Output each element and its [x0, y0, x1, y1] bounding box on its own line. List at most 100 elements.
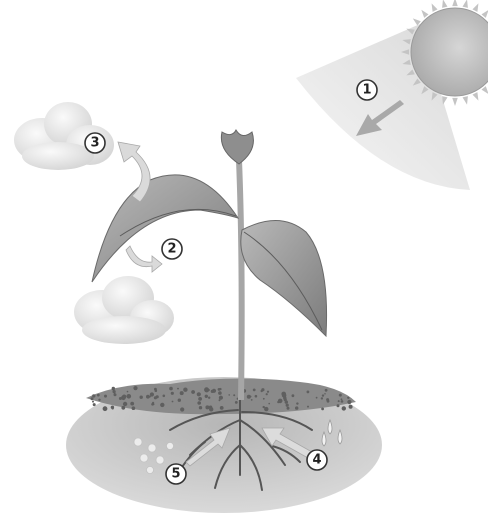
curl-arrow-icon	[126, 246, 162, 272]
soil-particle	[92, 401, 94, 403]
soil-particle	[191, 390, 195, 394]
soil-particle	[264, 407, 268, 411]
marker-5: 5	[166, 464, 186, 484]
soil-particle	[284, 398, 287, 401]
soil-particle	[349, 402, 351, 404]
soil-particle	[199, 406, 202, 409]
sun-ray	[432, 3, 438, 11]
soil-particle	[349, 405, 353, 409]
marker-2-label: 2	[167, 242, 176, 257]
soil-particle	[307, 406, 309, 408]
soil-particle	[321, 397, 323, 399]
soil-particle	[132, 406, 136, 410]
sun-ray	[442, 96, 447, 104]
soil-particle	[156, 395, 159, 398]
sun-ray	[452, 0, 458, 6]
soil-particle	[151, 403, 154, 406]
soil-particle	[169, 387, 173, 391]
sun-ray	[472, 92, 478, 100]
soil-particle	[122, 395, 126, 399]
sun-ray	[481, 10, 488, 18]
soil-particle	[341, 400, 344, 403]
soil-particle	[263, 398, 265, 400]
soil-particle	[296, 402, 298, 404]
marker-3-label: 3	[90, 136, 99, 151]
soil-particle	[278, 399, 283, 404]
soil-particle	[149, 396, 151, 398]
soil-particle	[114, 393, 117, 396]
sun-ray	[421, 10, 428, 18]
soil-particle	[341, 398, 343, 400]
soil-particle	[316, 397, 318, 399]
soil-particle	[140, 396, 143, 399]
marker-1: 1	[357, 80, 377, 100]
soil-particle	[180, 407, 184, 411]
soil-particle	[322, 394, 324, 396]
soil-particle	[219, 396, 223, 400]
soil-particle	[211, 390, 214, 393]
soil-particle	[337, 404, 340, 407]
soil-particle	[133, 386, 137, 390]
sun-icon	[296, 0, 488, 190]
soil-particle	[205, 395, 208, 398]
left-leaf	[92, 175, 238, 282]
soil-particle	[325, 389, 328, 392]
soil-particle	[220, 406, 224, 410]
soil-particle	[338, 400, 340, 402]
plant-bud	[221, 130, 253, 164]
sun-ray	[481, 86, 488, 94]
soil-particle	[123, 402, 127, 406]
soil-particle	[253, 389, 256, 392]
soil-particle	[155, 389, 158, 392]
soil-particle	[342, 406, 346, 410]
soil-particle	[92, 394, 95, 397]
soil-particle	[228, 394, 230, 396]
soil-particle	[198, 397, 202, 401]
marker-2: 2	[162, 239, 182, 259]
soil-particle	[98, 399, 100, 401]
marker-4-label: 4	[312, 453, 321, 468]
sun-ray	[463, 0, 468, 8]
soil-particle	[347, 397, 349, 399]
soil-particle	[205, 405, 209, 409]
right-leaf	[241, 220, 327, 336]
soil-particle	[267, 391, 269, 393]
cloud-lower-icon	[74, 276, 174, 344]
soil-particle	[286, 404, 289, 407]
soil-particle	[130, 402, 134, 406]
marker-4: 4	[307, 450, 327, 470]
soil-particle	[127, 394, 132, 399]
sun-ray	[463, 96, 468, 104]
soil-particle	[197, 401, 201, 405]
soil-particle	[180, 391, 184, 395]
soil-particle	[324, 393, 326, 395]
soil-particle	[171, 392, 174, 395]
soil-particle	[235, 401, 238, 404]
sun-ray	[452, 98, 458, 106]
soil-particle	[266, 393, 268, 395]
soil-particle	[97, 394, 100, 397]
soil-particle	[209, 407, 213, 411]
soil-particle	[321, 408, 324, 411]
soil-particle	[250, 396, 252, 398]
soil-particle	[255, 395, 258, 398]
soil-particle	[103, 406, 108, 411]
soil-particle	[287, 407, 290, 410]
soil-particle	[93, 403, 96, 406]
soil-particle	[178, 399, 181, 402]
soil-particle	[183, 388, 187, 392]
soil	[66, 377, 382, 513]
soil-particle	[233, 394, 235, 396]
soil-particle	[268, 403, 270, 405]
soil-particle	[295, 406, 298, 409]
soil-particle	[163, 395, 166, 398]
soil-particle	[91, 397, 94, 400]
marker-5-label: 5	[171, 467, 180, 482]
soil-particle	[292, 394, 295, 397]
marker-1-label: 1	[362, 83, 371, 98]
soil-particle	[251, 399, 253, 401]
soil-particle	[218, 388, 221, 391]
soil-particle	[172, 401, 174, 403]
soil-particle	[261, 390, 263, 392]
